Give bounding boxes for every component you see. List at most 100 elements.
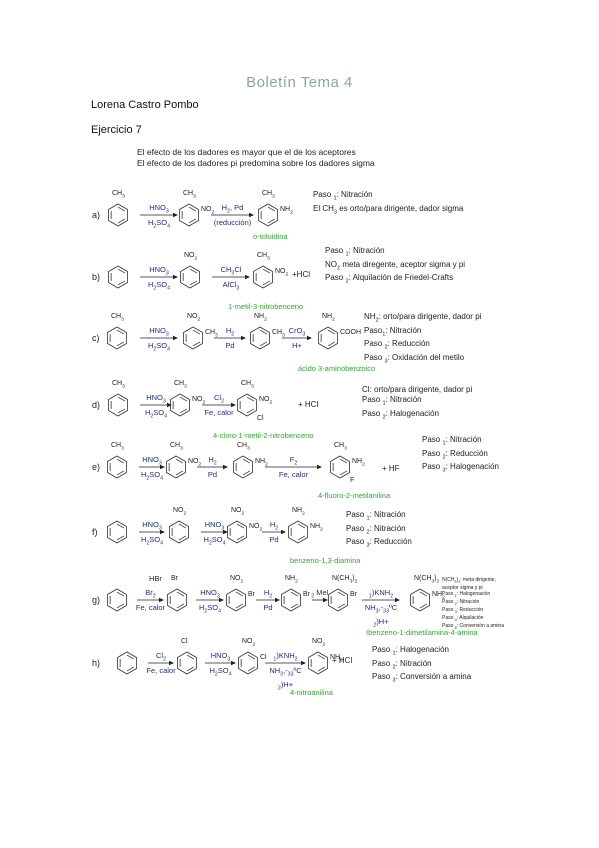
row-e-ring-2 <box>233 455 253 479</box>
row-b-ring-1-double-bond-2 <box>189 268 198 274</box>
row-g-label: g) <box>92 595 101 605</box>
row-e-ring-2-double-bond-2 <box>242 458 251 464</box>
row-b-ring-2-substituent-0: CH3 <box>257 252 270 262</box>
row-h-ring-3 <box>308 651 328 675</box>
row-b-byproduct: +HCl <box>292 270 311 279</box>
row-f-ring-2 <box>227 520 247 544</box>
row-c-ring-2 <box>250 326 270 350</box>
row-b-reagent-bottom-1: AlCl3 <box>222 280 240 292</box>
row-g-ring-0 <box>107 588 127 612</box>
row-c-reagent-bottom-0: H2SO4 <box>147 341 171 353</box>
row-f-arrow-2-head <box>281 529 286 535</box>
row-g-reagent-top-2: H2 <box>263 588 273 600</box>
row-e-label: e) <box>92 462 101 472</box>
row-c-ring-1-double-bond-2 <box>192 329 201 335</box>
row-a-reagent-bottom-0: H2SO4 <box>147 218 171 230</box>
row-e-reagent-top-0: HNO3 <box>142 455 162 467</box>
row-g-ring-5-substituent-1: NH2 <box>432 591 445 601</box>
row-h-ring-1-double-bond-0 <box>186 666 195 672</box>
row-d-reagent-bottom-0: H2SO4 <box>144 408 168 420</box>
row-b-arrow-1-head <box>245 274 250 280</box>
row-c-ring-2-substituent-0: NH2 <box>254 313 267 323</box>
row-g-ring-2-double-bond-2 <box>235 591 244 597</box>
row-h-ring-0-double-bond-2 <box>126 654 135 660</box>
row-h-arrow-0-head <box>169 660 174 666</box>
row-h-reagent-top-2: 1)KNH2 <box>273 651 298 663</box>
row-f-ring-1 <box>169 520 189 544</box>
row-d-ring-1 <box>170 393 190 417</box>
row-b-ring-0-double-bond-2 <box>117 268 126 274</box>
row-a-ring-2-substituent-0: CH3 <box>262 190 275 200</box>
row-b-ring-0 <box>108 265 128 289</box>
row-g-ring-2 <box>226 588 246 612</box>
row-f-ring-3-substituent-0: NH2 <box>292 507 305 517</box>
row-c-ring-2-substituent-1: CH3 <box>272 329 285 339</box>
row-g-ring-4-substituent-1: Br <box>350 591 357 598</box>
row-e-ring-1-double-bond-2 <box>175 458 184 464</box>
row-g-reagent-top-0: Br2 <box>145 588 156 600</box>
row-f-ring-0-double-bond-0 <box>116 535 125 541</box>
row-g-ring-3-double-bond-0 <box>290 603 299 609</box>
row-f-reagent-bottom-0: H2SO4 <box>140 535 164 547</box>
row-b-ring-0-double-bond-0 <box>117 280 126 286</box>
row-f-arrow-0-head <box>160 529 165 535</box>
row-f-reagent-top-1: HNO3 <box>204 520 225 532</box>
row-e-reagent-bottom-1: Pd <box>207 470 218 479</box>
row-g-ring-3 <box>281 588 301 612</box>
row-a-ring-1-double-bond-0 <box>188 218 197 224</box>
row-f-ring-2-double-bond-0 <box>236 535 245 541</box>
row-a-arrow-1-head <box>249 212 254 218</box>
row-a-ring-1-substituent-1: NO2 <box>201 206 215 216</box>
row-d-ring-1-substituent-1: NO2 <box>192 396 206 406</box>
row-h-ring-0-double-bond-0 <box>126 666 135 672</box>
row-d-ring-0 <box>108 393 128 417</box>
row-d-ring-0-double-bond-2 <box>117 396 126 402</box>
row-c-arrow-1-head <box>241 335 246 341</box>
row-g-reagent-bottom-1: H2SO4 <box>198 603 222 615</box>
row-f-ring-0 <box>107 520 127 544</box>
row-h-product-name: 4-nitroanilina <box>290 688 333 697</box>
row-h-arrow-1-head <box>231 660 236 666</box>
row-g-reagent-bottom-2: Pd <box>263 603 273 612</box>
row-e-ring-3 <box>330 455 350 479</box>
row-a-ring-0-double-bond-2 <box>117 206 126 212</box>
row-f-reagent-bottom-2: Pd <box>269 535 279 544</box>
row-d-label: d) <box>92 400 101 410</box>
row-h-reagent-bottom-1: H2SO4 <box>209 666 232 678</box>
row-f-ring-2-substituent-0: NO2 <box>231 507 245 517</box>
row-b-ring-1-substituent-0: NO2 <box>184 252 198 262</box>
row-c-ring-0-double-bond-2 <box>116 329 125 335</box>
row-h-reagent-top-1: HNO3 <box>210 651 231 663</box>
row-g-ring-5-double-bond-2 <box>419 591 428 597</box>
row-c-label: c) <box>92 333 100 343</box>
row-e-ring-3-double-bond-2 <box>339 458 348 464</box>
row-g-product-name: Ibenzeno-1-dimetilamina-4-amina <box>366 628 478 637</box>
row-e-ring-3-substituent-1: NH2 <box>352 458 365 468</box>
row-a-ring-0-substituent-0: CH3 <box>112 190 125 200</box>
row-g-ring-5-double-bond-0 <box>419 603 428 609</box>
row-f-ring-0-double-bond-2 <box>116 523 125 529</box>
row-g-arrow-0-head <box>159 597 164 603</box>
row-g-ring-1-double-bond-0 <box>176 603 185 609</box>
row-h-reagent-bottom-0: Fe, calor <box>146 666 176 675</box>
row-e-arrow-0-head <box>160 464 165 470</box>
row-e-ring-3-substituent-0: CH3 <box>334 442 347 452</box>
row-h-ring-0 <box>117 651 137 675</box>
row-d-ring-0-double-bond-0 <box>117 408 126 414</box>
row-b-reagent-top-1: CH3Cl <box>220 265 242 277</box>
row-a-ring-2 <box>258 203 278 227</box>
row-g-ring-5 <box>410 588 430 612</box>
row-c-ring-1-substituent-0: NO2 <box>187 313 201 323</box>
row-g-ring-3-substituent-1: Br <box>303 591 310 598</box>
row-g-arrow-2-head <box>275 597 280 603</box>
row-b-ring-2-substituent-1: NO2 <box>275 268 289 278</box>
row-a-ring-1 <box>179 203 199 227</box>
row-c-ring-0-double-bond-0 <box>116 341 125 347</box>
row-c-ring-2-double-bond-2 <box>259 329 268 335</box>
row-b-ring-2-double-bond-2 <box>262 268 271 274</box>
document-title: Boletín Tema 4 <box>246 74 353 91</box>
